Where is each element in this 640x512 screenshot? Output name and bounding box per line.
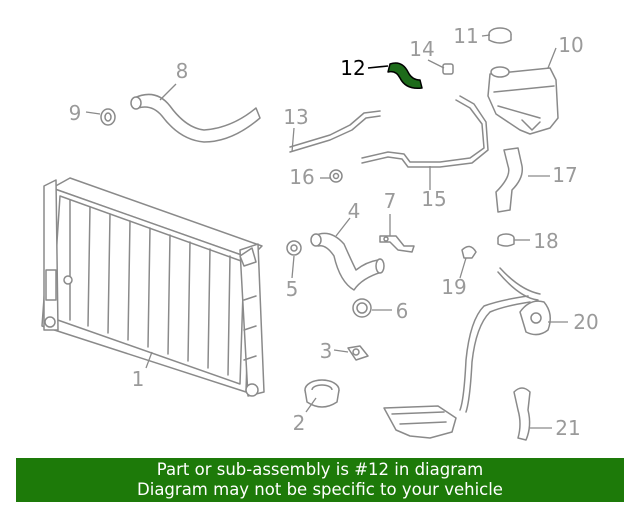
callout-2[interactable]: 2 <box>293 411 306 435</box>
part-1-radiator[interactable] <box>41 177 265 397</box>
part-2-thermostat[interactable] <box>304 379 340 408</box>
callout-labels: 1 2 3 4 5 6 7 8 9 10 11 12 13 14 15 16 1… <box>69 24 599 440</box>
part-19-sensor[interactable] <box>461 245 477 259</box>
part-14-clip[interactable] <box>442 63 454 75</box>
callout-16[interactable]: 16 <box>289 165 314 189</box>
callout-14[interactable]: 14 <box>409 37 434 61</box>
callout-12[interactable]: 12 <box>340 56 365 80</box>
banner-line-part: Part or sub-assembly is #12 in diagram <box>156 460 484 479</box>
callout-21[interactable]: 21 <box>555 416 580 440</box>
callout-19[interactable]: 19 <box>441 275 466 299</box>
callout-17[interactable]: 17 <box>552 163 577 187</box>
callout-1[interactable]: 1 <box>132 367 145 391</box>
part-7-bracket[interactable] <box>379 235 415 253</box>
callout-3[interactable]: 3 <box>320 339 333 363</box>
callout-6[interactable]: 6 <box>396 299 409 323</box>
callout-18[interactable]: 18 <box>533 229 558 253</box>
callout-5[interactable]: 5 <box>286 277 299 301</box>
part-3-fitting[interactable] <box>347 345 369 361</box>
callout-13[interactable]: 13 <box>283 105 308 129</box>
part-9-clamp[interactable] <box>100 108 116 126</box>
banner-line-disclaimer: Diagram may not be specific to your vehi… <box>137 480 503 499</box>
part-11-cap[interactable] <box>488 27 512 44</box>
leader-lines <box>85 34 568 429</box>
part-12-hose[interactable] <box>387 62 423 90</box>
callout-15[interactable]: 15 <box>421 187 446 211</box>
callout-7[interactable]: 7 <box>384 189 397 213</box>
part-8-upper-hose[interactable] <box>130 93 261 143</box>
part-10-reservoir[interactable] <box>487 66 559 135</box>
callout-4[interactable]: 4 <box>348 199 361 223</box>
part-16-clip[interactable] <box>329 169 343 183</box>
part-15-pipe[interactable] <box>361 95 489 168</box>
callout-8[interactable]: 8 <box>176 59 189 83</box>
part-18-grommet[interactable] <box>497 233 515 247</box>
callout-10[interactable]: 10 <box>558 33 583 57</box>
info-banner: Part or sub-assembly is #12 in diagram D… <box>16 458 624 502</box>
part-4-hose[interactable] <box>310 232 385 291</box>
part-13-pipe[interactable] <box>289 110 381 153</box>
callout-9[interactable]: 9 <box>69 101 82 125</box>
callout-11[interactable]: 11 <box>453 24 478 48</box>
part-21-fitting[interactable] <box>513 387 531 441</box>
callout-20[interactable]: 20 <box>573 310 598 334</box>
part-17-hose[interactable] <box>495 147 524 213</box>
part-20-pump[interactable] <box>383 267 551 439</box>
part-6-oring[interactable] <box>352 298 372 318</box>
part-5-clamp[interactable] <box>286 240 302 256</box>
